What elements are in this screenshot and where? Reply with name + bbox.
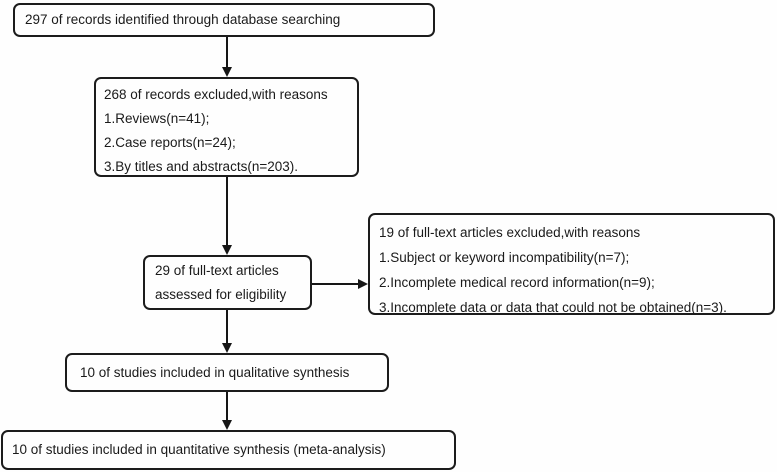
records-excluded-reason: 3.By titles and abstracts(n=203).	[104, 159, 298, 174]
fulltext-excluded-reason: 2.Incomplete medical record information(…	[379, 275, 655, 290]
arrow-down-icon	[222, 67, 232, 77]
fulltext-assessed-line1: 29 of full-text articles	[155, 262, 279, 278]
arrow-down-icon	[222, 343, 232, 353]
arrow-right-icon	[358, 279, 368, 289]
quantitative-synthesis-text: 10 of studies included in quantitative s…	[12, 442, 386, 457]
records-excluded-title: 268 of records excluded,with reasons	[104, 87, 328, 102]
box-records-excluded: 268 of records excluded,with reasons 1.R…	[94, 77, 359, 177]
arrow-down-icon	[222, 245, 232, 255]
arrow-shaft	[226, 37, 228, 67]
fulltext-excluded-title: 19 of full-text articles excluded,with r…	[379, 225, 641, 240]
arrow-qualitative-to-quantitative	[221, 392, 233, 430]
box-fulltext-excluded: 19 of full-text articles excluded,with r…	[368, 213, 775, 315]
records-excluded-reason: 1.Reviews(n=41);	[104, 111, 210, 126]
qualitative-synthesis-text: 10 of studies included in qualitative sy…	[80, 364, 350, 380]
arrow-identified-to-excluded	[221, 37, 233, 77]
records-identified-text: 297 of records identified through databa…	[25, 12, 341, 27]
box-records-identified: 297 of records identified through databa…	[13, 3, 435, 37]
fulltext-excluded-reason: 1.Subject or keyword incompatibility(n=7…	[379, 250, 630, 265]
arrow-shaft	[226, 177, 228, 245]
records-excluded-reason: 2.Case reports(n=24);	[104, 135, 236, 150]
fulltext-assessed-line2: assessed for eligibility	[155, 286, 287, 302]
arrow-shaft	[226, 310, 228, 343]
arrow-shaft	[312, 283, 358, 285]
box-quantitative-synthesis: 10 of studies included in quantitative s…	[1, 430, 456, 470]
box-fulltext-assessed: 29 of full-text articles assessed for el…	[143, 255, 312, 310]
arrow-assessed-to-qualitative	[221, 310, 233, 353]
arrow-shaft	[226, 392, 228, 420]
arrow-assessed-to-fulltext-excluded	[312, 278, 368, 290]
fulltext-excluded-reason: 3.Incomplete data or data that could not…	[379, 300, 727, 315]
arrow-excluded-to-assessed	[221, 177, 233, 255]
arrow-down-icon	[222, 420, 232, 430]
box-qualitative-synthesis: 10 of studies included in qualitative sy…	[65, 353, 389, 392]
